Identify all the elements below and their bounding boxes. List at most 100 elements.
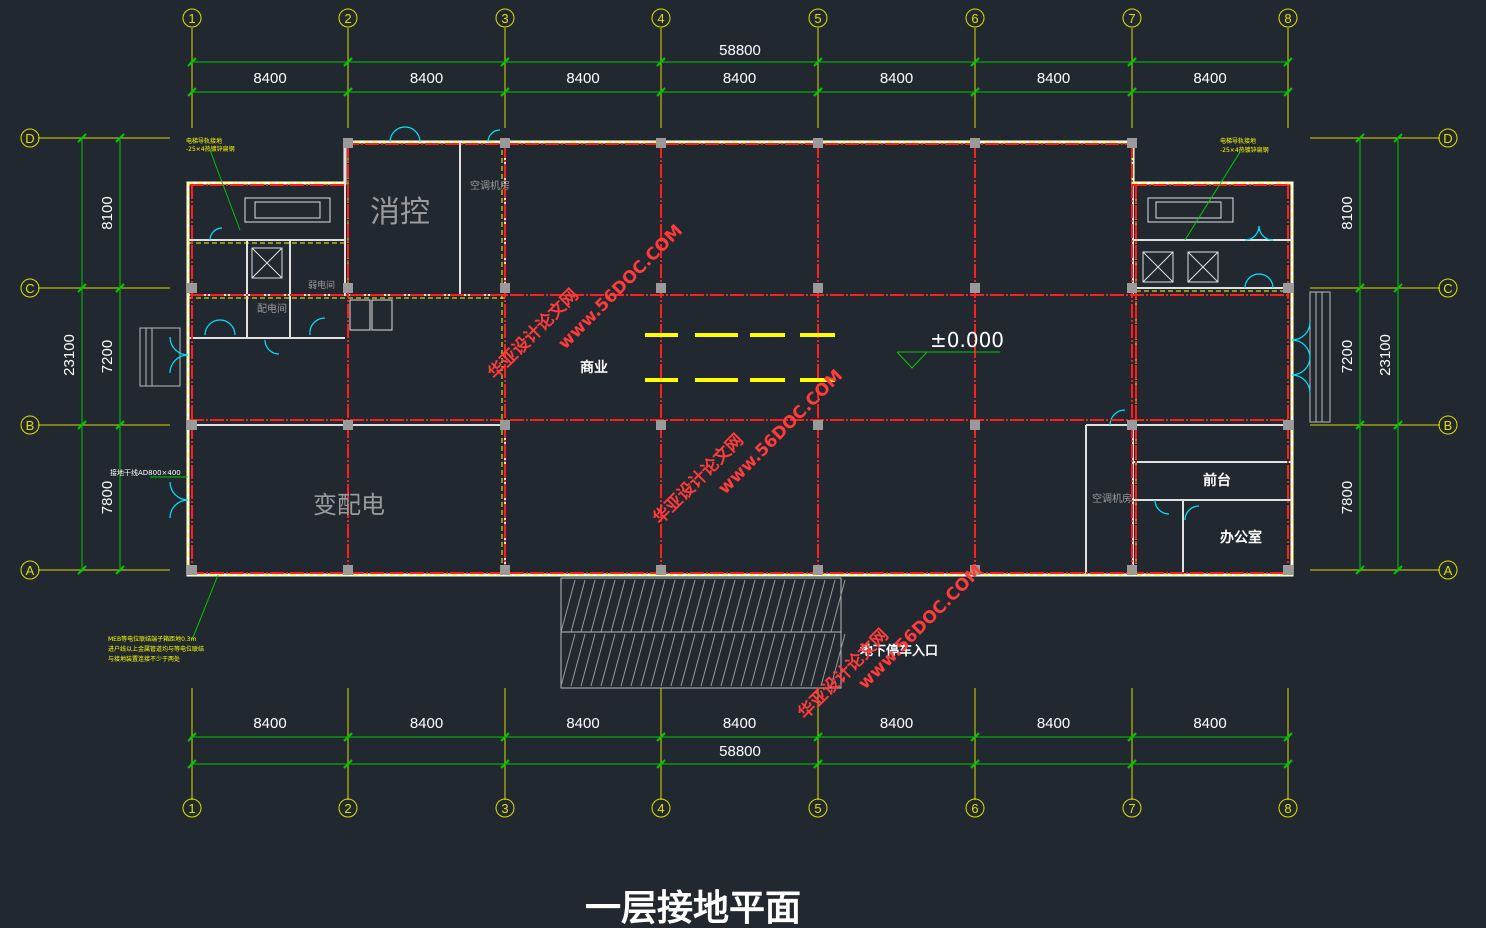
axis-lines-vertical [191,28,1289,800]
grounding-conductor-grid [190,143,1290,574]
dim-top-bay-4: 8400 [723,70,756,87]
svg-text:2: 2 [344,11,351,26]
axis-bubble-left-A: A [20,560,40,580]
dimension-lines [81,61,1399,765]
door-swings [169,126,1311,521]
room-label-peidian: 配电间 [257,302,287,315]
dim-left-seg-2: 7200 [99,340,116,373]
dim-right-total: 23100 [1377,334,1394,376]
svg-text:6: 6 [971,11,978,26]
axis-bubble-left-C: C [20,278,40,298]
dim-left-seg-1: 8100 [99,196,116,229]
svg-text:C: C [25,281,34,296]
svg-text:C: C [1443,281,1452,296]
axis-bubble-bottom-2: 2 [338,798,358,818]
dim-top-total: 58800 [719,42,761,59]
axis-bubble-top-7: 7 [1122,8,1142,28]
svg-text:D: D [1443,131,1452,146]
axis-bubble-bottom-5: 5 [808,798,828,818]
axis-bubble-top-6: 6 [965,8,985,28]
dim-right-seg-1: 8100 [1339,196,1356,229]
svg-text:1: 1 [188,801,195,816]
svg-text:www.56DOC.COM: www.56DOC.COM [854,561,987,694]
svg-text:D: D [25,131,34,146]
axis-bubble-left-D: D [20,128,40,148]
note-bottom-left-2: 进户线以上金属管道均与等电位联结 [108,645,204,653]
dim-top-bay-5: 8400 [880,70,913,87]
room-label-bangong: 办公室 [1220,529,1262,546]
note-cable: 接地干线AD800×400 [110,468,181,477]
svg-text:4: 4 [657,801,664,816]
dim-left-total: 23100 [61,334,78,376]
axis-bubble-top-8: 8 [1278,8,1298,28]
dim-left-seg-3: 7800 [99,481,116,514]
axis-bubble-top-3: 3 [495,8,515,28]
axis-bubble-bottom-6: 6 [965,798,985,818]
dim-right-seg-2: 7200 [1339,340,1356,373]
axis-bubble-top-2: 2 [338,8,358,28]
dim-bottom-bay-2: 8400 [410,715,443,732]
svg-text:6: 6 [971,801,978,816]
room-label-kongtiao-1: 空调机房 [470,179,510,192]
dim-bottom-bay-3: 8400 [566,715,599,732]
axis-bubble-top-5: 5 [808,8,828,28]
elevation-marker [896,351,1000,369]
dim-right-seg-3: 7800 [1339,481,1356,514]
drawing-title: 一层接地平面 [585,888,801,928]
entrance-label: 地下停车入口 [860,643,938,659]
room-label-qiantai: 前台 [1203,472,1231,489]
yellow-dash-markers [645,333,835,382]
note-leaders [150,149,1241,641]
watermark-6: www.56DOC.COM [854,561,987,694]
svg-text:5: 5 [814,801,821,816]
svg-text:B: B [1444,418,1453,433]
stair-elevator-symbols [244,197,1234,331]
axis-bubble-bottom-3: 3 [495,798,515,818]
dim-bottom-bay-5: 8400 [880,715,913,732]
svg-text:8: 8 [1284,11,1291,26]
dim-bottom-bay-4: 8400 [723,715,756,732]
dimension-texts: 8400 8400 8400 8400 8400 8400 8400 8400 8400 8400… [61,42,1394,760]
svg-text:B: B [26,418,35,433]
note-bottom-left-3: 与接地装置连接不少于两处 [108,655,180,663]
svg-text:8: 8 [1284,801,1291,816]
axis-bubble-bottom-1: 1 [182,798,202,818]
axis-bubble-top-4: 4 [651,8,671,28]
svg-text:A: A [26,563,35,578]
axis-bubble-left-B: B [20,415,40,435]
axis-bubble-right-B: B [1438,415,1458,435]
dim-top-bay-7: 8400 [1193,70,1226,87]
dim-bottom-total: 58800 [719,743,761,760]
axis-bubble-bottom-8: 8 [1278,798,1298,818]
dim-bottom-bay-1: 8400 [253,715,286,732]
axis-lines-horizontal [38,137,1440,571]
note-bottom-left-1: MEB等电位联结端子箱距地0.3m [108,635,197,643]
axis-bubble-bottom-7: 7 [1122,798,1142,818]
dim-bottom-bay-6: 8400 [1037,715,1070,732]
svg-text:4: 4 [657,11,664,26]
room-label-biandian: 变配电 [313,491,385,519]
svg-text:7: 7 [1128,801,1135,816]
axis-bubble-bottom-4: 4 [651,798,671,818]
dim-top-bay-1: 8400 [253,70,286,87]
parking-ramp [560,577,846,689]
room-label-kongtiao-2: 空调机房 [1092,492,1132,505]
elevation-text: ±0.000 [930,328,1004,352]
dim-top-bay-3: 8400 [566,70,599,87]
note-top-right-1: 电梯导轨接地 [1220,137,1256,145]
room-label-ruodian: 弱电间 [308,279,335,291]
axis-bubble-right-A: A [1438,560,1458,580]
room-label-xiaokong: 消控 [370,195,430,230]
axis-bubble-right-C: C [1438,278,1458,298]
svg-text:3: 3 [501,11,508,26]
svg-text:7: 7 [1128,11,1135,26]
svg-text:2: 2 [344,801,351,816]
axis-bubble-right-D: D [1438,128,1458,148]
note-top-left-1: 电梯导轨接地 [186,137,222,145]
dim-bottom-bay-7: 8400 [1193,715,1226,732]
room-label-shangye: 商业 [580,359,608,376]
svg-text:3: 3 [501,801,508,816]
svg-text:5: 5 [814,11,821,26]
dim-top-bay-2: 8400 [410,70,443,87]
